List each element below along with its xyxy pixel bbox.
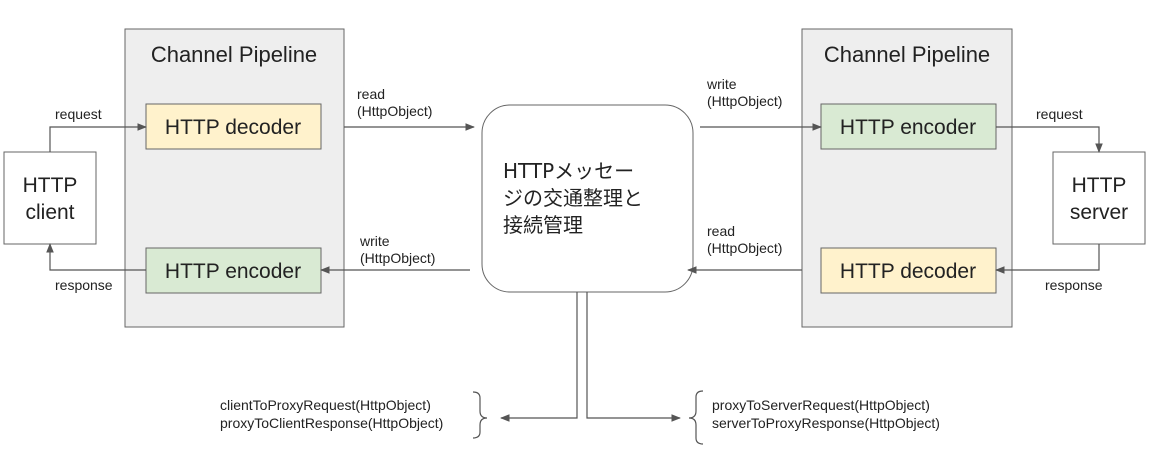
right-http-decoder-label: HTTP decoder — [840, 260, 976, 283]
callback-proxy-to-server-request: proxyToServerRequest(HttpObject) — [712, 397, 930, 413]
http-client-line2: client — [25, 201, 74, 224]
right-pipeline-title: Channel Pipeline — [824, 42, 990, 67]
http-server-line2: server — [1070, 201, 1128, 224]
callback-server-arrow — [586, 292, 681, 422]
server-response-label: response — [1045, 277, 1103, 293]
right-read-label: read — [707, 223, 735, 239]
left-pipeline-title: Channel Pipeline — [151, 42, 317, 67]
http-server-line1: HTTP — [1072, 174, 1127, 197]
http-client-line1: HTTP — [23, 174, 78, 197]
callback-server-to-proxy-response: serverToProxyResponse(HttpObject) — [712, 415, 940, 431]
callback-proxy-to-client-response: proxyToClientResponse(HttpObject) — [220, 415, 443, 431]
callback-client-to-proxy-request: clientToProxyRequest(HttpObject) — [220, 397, 431, 413]
left-read-label: read — [357, 86, 385, 102]
left-write-type-label: (HttpObject) — [360, 250, 435, 266]
callback-client-arrow — [500, 292, 578, 422]
left-http-encoder-label: HTTP encoder — [165, 260, 301, 283]
left-http-encoder — [145, 247, 322, 294]
client-response-label: response — [55, 277, 113, 293]
center-text-line3: 接続管理 — [503, 213, 583, 237]
client-response-arrow — [46, 243, 146, 271]
http-client-box — [3, 151, 97, 245]
server-request-arrow — [996, 126, 1103, 153]
server-request-label: request — [1036, 106, 1083, 122]
http-server-box — [1052, 151, 1146, 245]
server-callbacks-brace — [688, 390, 704, 445]
center-text-line2: ジの交通整理と — [503, 186, 643, 210]
left-write-label: write — [359, 233, 390, 249]
right-read-type-label: (HttpObject) — [707, 240, 782, 256]
left-http-decoder — [145, 103, 322, 150]
left-read-type-label: (HttpObject) — [357, 103, 432, 119]
right-write-label: write — [706, 76, 737, 92]
client-callbacks-brace — [472, 391, 488, 439]
right-http-decoder — [820, 247, 997, 294]
right-http-encoder — [820, 103, 997, 150]
right-http-encoder-label: HTTP encoder — [840, 116, 976, 139]
left-http-decoder-label: HTTP decoder — [165, 116, 301, 139]
client-request-label: request — [55, 106, 102, 122]
right-write-type-label: (HttpObject) — [707, 93, 782, 109]
client-request-arrow — [49, 123, 147, 152]
center-text-line1: HTTPメッセー — [503, 159, 634, 183]
server-response-arrow — [995, 244, 1100, 274]
